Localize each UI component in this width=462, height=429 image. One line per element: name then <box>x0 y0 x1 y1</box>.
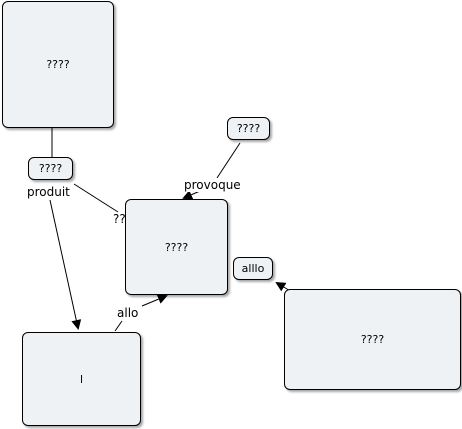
edge-label-partial: ?? <box>113 212 126 226</box>
concept-node-bottom-left-label: l <box>79 372 84 386</box>
edge-label-produit: produit <box>27 185 70 199</box>
linking-phrase-left[interactable]: ???? <box>28 157 73 180</box>
linking-phrase-right-label: alllo <box>241 262 265 275</box>
edge-partial <box>73 183 119 213</box>
linking-phrase-right[interactable]: alllo <box>233 257 273 280</box>
edge-allo-lower <box>114 320 123 332</box>
concept-node-top-left-label: ???? <box>46 58 70 71</box>
concept-node-center[interactable]: ???? <box>125 199 228 295</box>
concept-node-bottom-left[interactable]: l <box>22 332 141 426</box>
linking-phrase-top[interactable]: ???? <box>227 117 270 140</box>
edge-label-allo: allo <box>117 306 139 320</box>
edge-label-provoque: provoque <box>184 178 241 192</box>
edge-provoque-lower <box>182 190 201 200</box>
edge-provoque-upper <box>216 142 241 179</box>
concept-node-center-label: ???? <box>164 240 189 254</box>
linking-phrase-left-label: ???? <box>38 162 63 175</box>
edge-allo-upper <box>141 294 168 307</box>
concept-node-right-label: ???? <box>360 333 385 346</box>
linking-phrase-top-label: ???? <box>236 122 261 135</box>
concept-node-top-left[interactable]: ???? <box>2 1 114 128</box>
edge-produit <box>49 199 82 330</box>
concept-node-right[interactable]: ???? <box>284 289 461 390</box>
